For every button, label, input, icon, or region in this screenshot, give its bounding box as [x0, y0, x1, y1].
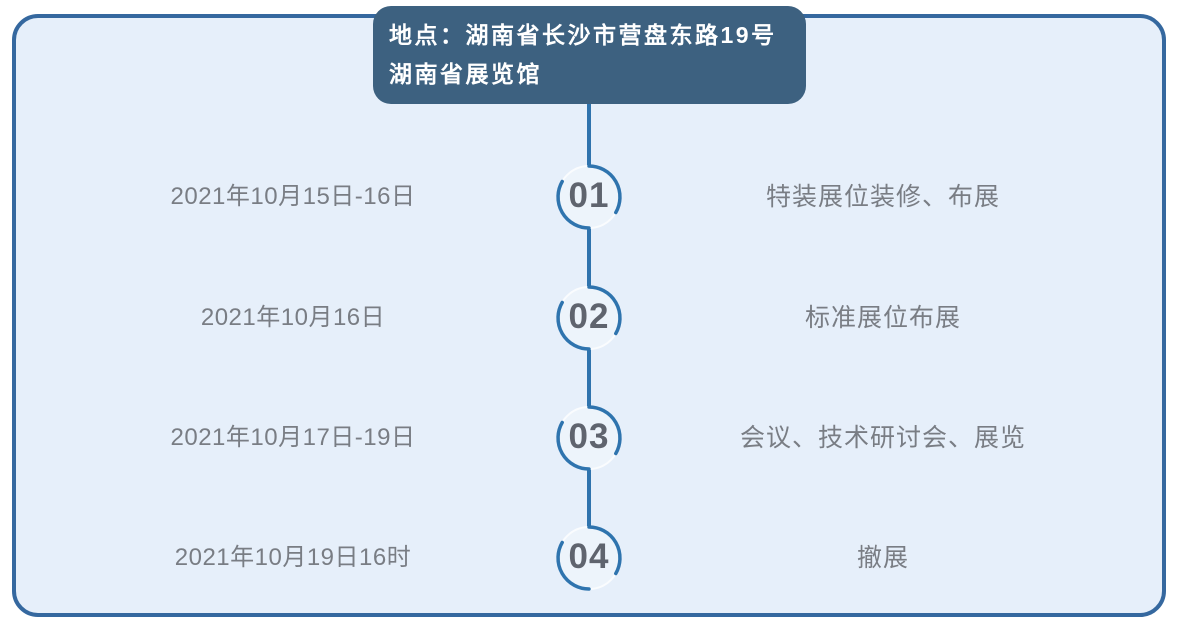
- step-date-1: 2021年10月15日-16日: [170, 183, 416, 210]
- step-ring-icon: [556, 285, 622, 351]
- location-line-1: 地点：湖南省长沙市营盘东路19号: [389, 22, 777, 49]
- step-event-4: 撤展: [856, 544, 909, 572]
- step-number-2: 02: [568, 297, 610, 336]
- step-number-3: 03: [568, 417, 610, 456]
- step-ring-icon: [556, 164, 622, 230]
- step-ring-icon: [556, 405, 622, 471]
- step-marker-3: 03: [555, 404, 623, 472]
- step-number-4: 04: [568, 537, 610, 576]
- step-ring-icon: [556, 525, 622, 591]
- step-marker-1: 01: [555, 163, 623, 231]
- step-date-3: 2021年10月17日-19日: [170, 424, 416, 451]
- step-date-2: 2021年10月16日: [200, 304, 386, 331]
- location-callout: 地点：湖南省长沙市营盘东路19号 湖南省展览馆: [373, 6, 806, 104]
- step-marker-2: 02: [555, 284, 623, 352]
- location-line-2: 湖南省展览馆: [389, 60, 542, 87]
- step-event-1: 特装展位装修、布展: [765, 183, 1000, 211]
- step-event-2: 标准展位布展: [804, 304, 961, 332]
- step-number-1: 01: [568, 176, 610, 215]
- step-event-3: 会议、技术研讨会、展览: [739, 424, 1026, 452]
- step-marker-4: 04: [555, 524, 623, 592]
- step-date-4: 2021年10月19日16时: [174, 544, 412, 571]
